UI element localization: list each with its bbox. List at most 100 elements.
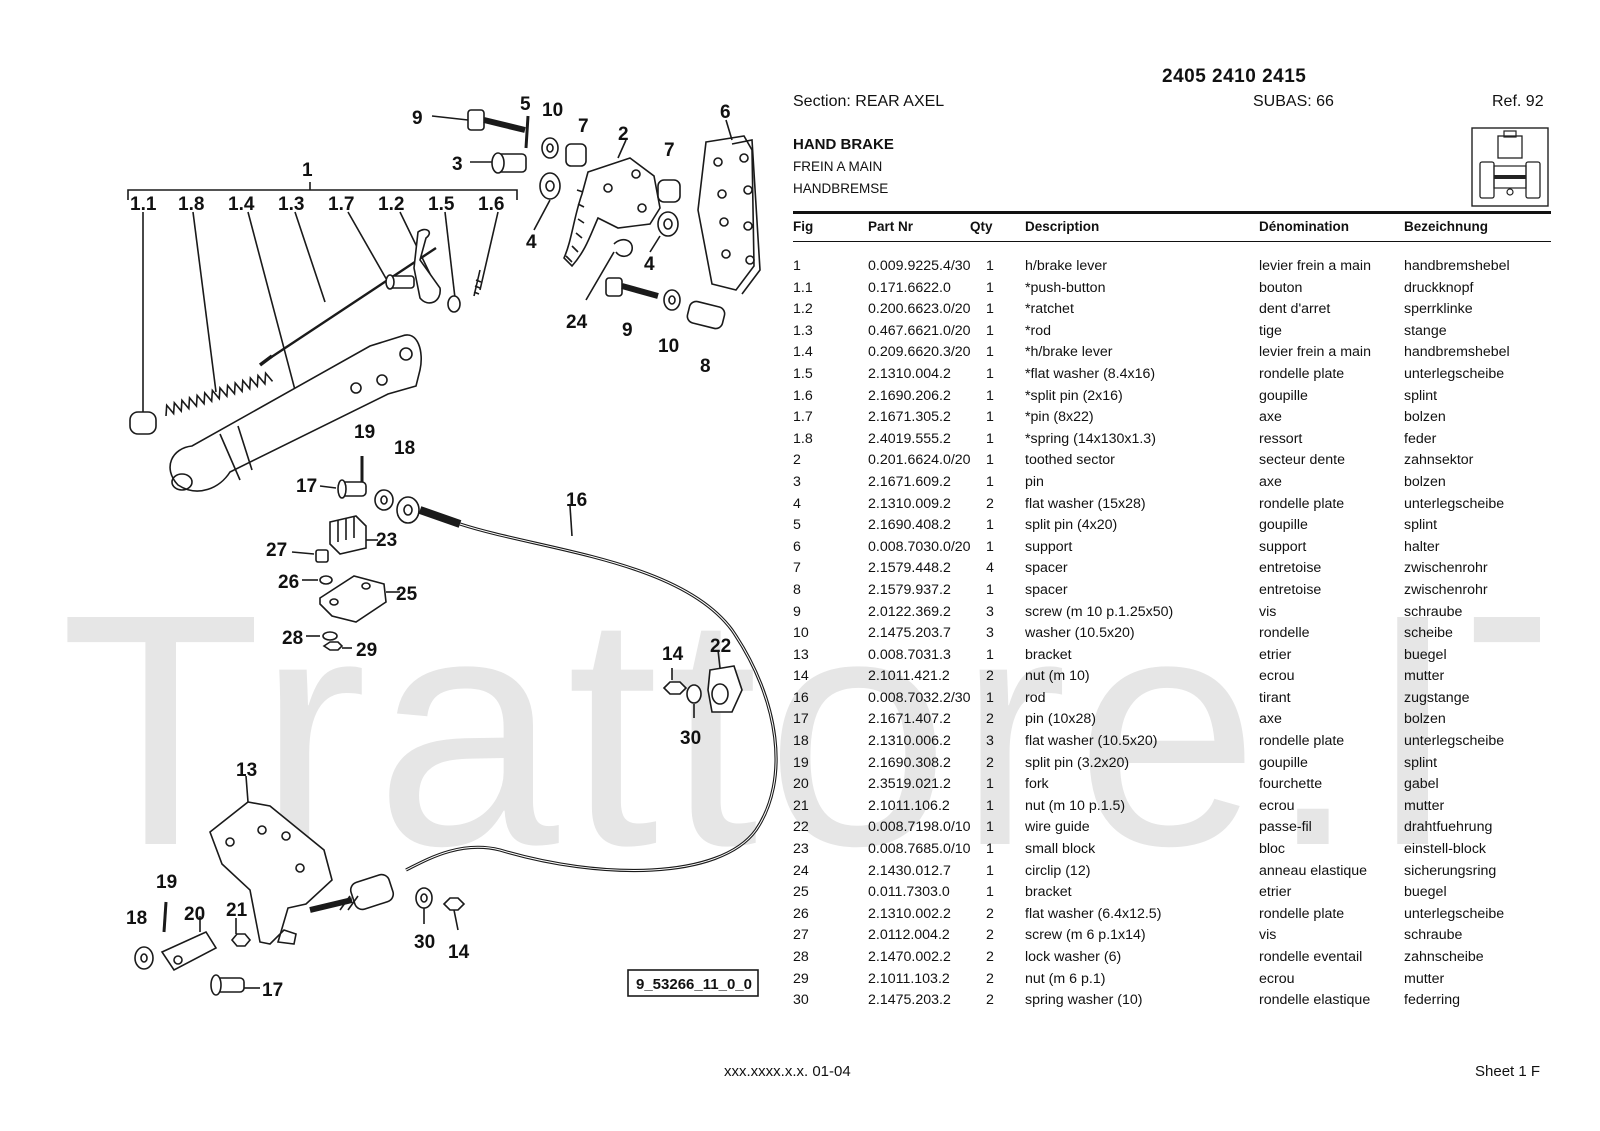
- row-qty: 3: [986, 733, 994, 750]
- row-denomination: support: [1259, 538, 1307, 555]
- row-part-number: 0.008.7030.0/20: [868, 538, 971, 555]
- row-bezeichnung: scheibe: [1404, 625, 1453, 642]
- label-5: 5: [520, 94, 531, 115]
- row-part-number: 0.008.7198.0/10: [868, 819, 971, 836]
- label-4-left: 4: [526, 232, 537, 253]
- row-part-number: 2.1475.203.2: [868, 992, 951, 1009]
- row-bezeichnung: drahtfuehrung: [1404, 819, 1493, 836]
- ratchet-part: [413, 228, 441, 304]
- row-part-number: 2.1430.012.7: [868, 862, 951, 879]
- label-9-top: 9: [412, 108, 423, 129]
- row-fig: 10: [793, 625, 809, 642]
- row-denomination: rondelle plate: [1259, 495, 1345, 512]
- row-part-number: 0.467.6621.0/20: [868, 322, 971, 339]
- row-description: h/brake lever: [1025, 258, 1108, 274]
- row-description: flat washer (6.4x12.5): [1025, 905, 1162, 922]
- screw-lower-part: [605, 277, 659, 299]
- label-1-3: 1.3: [278, 194, 304, 215]
- row-qty: 2: [986, 668, 994, 685]
- row-part-number: 2.1470.002.2: [868, 949, 951, 965]
- row-denomination: ressort: [1259, 430, 1303, 447]
- row-qty: 4: [986, 560, 994, 577]
- row-fig: 7: [793, 560, 801, 577]
- row-qty: 2: [986, 949, 994, 965]
- row-qty: 1: [986, 301, 994, 318]
- label-1-1: 1.1: [130, 194, 157, 215]
- row-fig: 4: [793, 495, 801, 512]
- row-denomination: axe: [1259, 473, 1282, 490]
- row-fig: 3: [793, 473, 801, 490]
- row-denomination: levier frein a main: [1259, 258, 1371, 274]
- row-description: support: [1025, 538, 1073, 555]
- reference-label: Ref. 92: [1492, 93, 1544, 110]
- row-bezeichnung: mutter: [1404, 668, 1445, 685]
- row-description: screw (m 10 p.1.25x50): [1025, 603, 1174, 620]
- row-description: *rod: [1025, 322, 1052, 339]
- model-numbers: 2405 2410 2415: [1162, 66, 1307, 87]
- row-denomination: rondelle plate: [1259, 733, 1345, 750]
- row-denomination: tirant: [1259, 689, 1291, 706]
- row-fig: 18: [793, 733, 809, 750]
- row-description: flat washer (15x28): [1025, 495, 1146, 512]
- row-bezeichnung: handbremshebel: [1404, 344, 1510, 361]
- row-bezeichnung: feder: [1404, 430, 1437, 447]
- row-part-number: 2.1671.305.2: [868, 409, 951, 426]
- small-block-part: [329, 515, 378, 555]
- row-denomination: axe: [1259, 409, 1282, 426]
- label-28: 28: [282, 628, 303, 649]
- row-fig: 26: [793, 905, 809, 922]
- row-denomination: rondelle elastique: [1259, 992, 1371, 1009]
- row-description: *h/brake lever: [1025, 344, 1113, 361]
- row-description: screw (m 6 p.1x14): [1025, 927, 1146, 944]
- row-qty: 1: [986, 884, 994, 901]
- label-1-8: 1.8: [178, 194, 204, 215]
- row-description: circlip (12): [1025, 862, 1091, 879]
- label-1-2: 1.2: [378, 194, 404, 215]
- tractor-icon: [1471, 127, 1549, 207]
- row-part-number: 0.209.6620.3/20: [868, 344, 971, 361]
- row-denomination: etrier: [1259, 646, 1292, 663]
- footer-sheet: Sheet 1 F: [1475, 1063, 1541, 1080]
- label-10-lower: 10: [658, 336, 679, 357]
- row-qty: 1: [986, 689, 994, 706]
- label-27: 27: [266, 540, 287, 561]
- row-description: toothed sector: [1025, 452, 1115, 469]
- label-17-lower: 17: [262, 980, 283, 1001]
- label-13: 13: [236, 760, 257, 781]
- row-qty: 1: [986, 581, 994, 598]
- row-bezeichnung: zugstange: [1404, 689, 1470, 706]
- row-part-number: 0.201.6624.0/20: [868, 452, 971, 469]
- label-19-top: 19: [354, 422, 375, 443]
- col-header-description: Description: [1025, 219, 1100, 234]
- row-part-number: 2.1671.609.2: [868, 473, 951, 490]
- col-header-bezeichnung: Bezeichnung: [1404, 219, 1489, 234]
- row-fig: 24: [793, 862, 809, 879]
- row-fig: 1: [793, 258, 801, 274]
- label-3: 3: [452, 154, 463, 175]
- wire-guide-part: [707, 649, 743, 713]
- row-denomination: rondelle eventail: [1259, 949, 1363, 965]
- rod-end-part: [309, 873, 395, 913]
- row-part-number: 2.1690.206.2: [868, 387, 951, 404]
- row-bezeichnung: federring: [1404, 992, 1460, 1009]
- row-qty: 2: [986, 711, 994, 728]
- row-description: split pin (3.2x20): [1025, 754, 1130, 771]
- row-part-number: 2.1011.106.2: [868, 797, 950, 814]
- row-description: pin (10x28): [1025, 711, 1096, 728]
- row-description: *split pin (2x16): [1025, 387, 1123, 404]
- row-bezeichnung: zwischenrohr: [1404, 560, 1488, 577]
- row-bezeichnung: unterlegscheibe: [1404, 365, 1505, 382]
- row-description: flat washer (10.5x20): [1025, 733, 1158, 750]
